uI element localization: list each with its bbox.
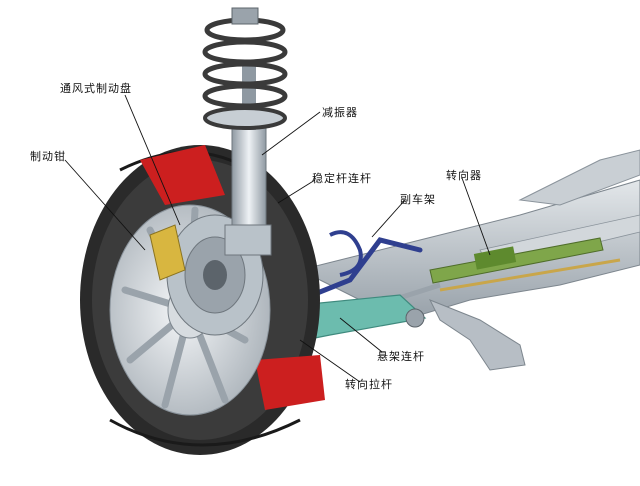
label-stabilizer-link: 稳定杆连杆 [312,172,372,185]
label-vented-disc: 通风式制动盘 [60,82,132,95]
label-shock-absorber: 减振器 [322,106,358,119]
steering-rack [429,237,621,292]
label-control-arm: 悬架连杆 [377,350,425,363]
label-steering-gear: 转向器 [446,169,482,182]
label-caliper: 制动钳 [30,150,66,163]
leader-lines [64,94,491,383]
label-tie-rod: 转向拉杆 [345,378,393,391]
label-subframe: 副车架 [400,193,436,206]
subframe [298,149,640,371]
coil-spring [202,7,288,130]
brake-caliper [149,224,186,281]
